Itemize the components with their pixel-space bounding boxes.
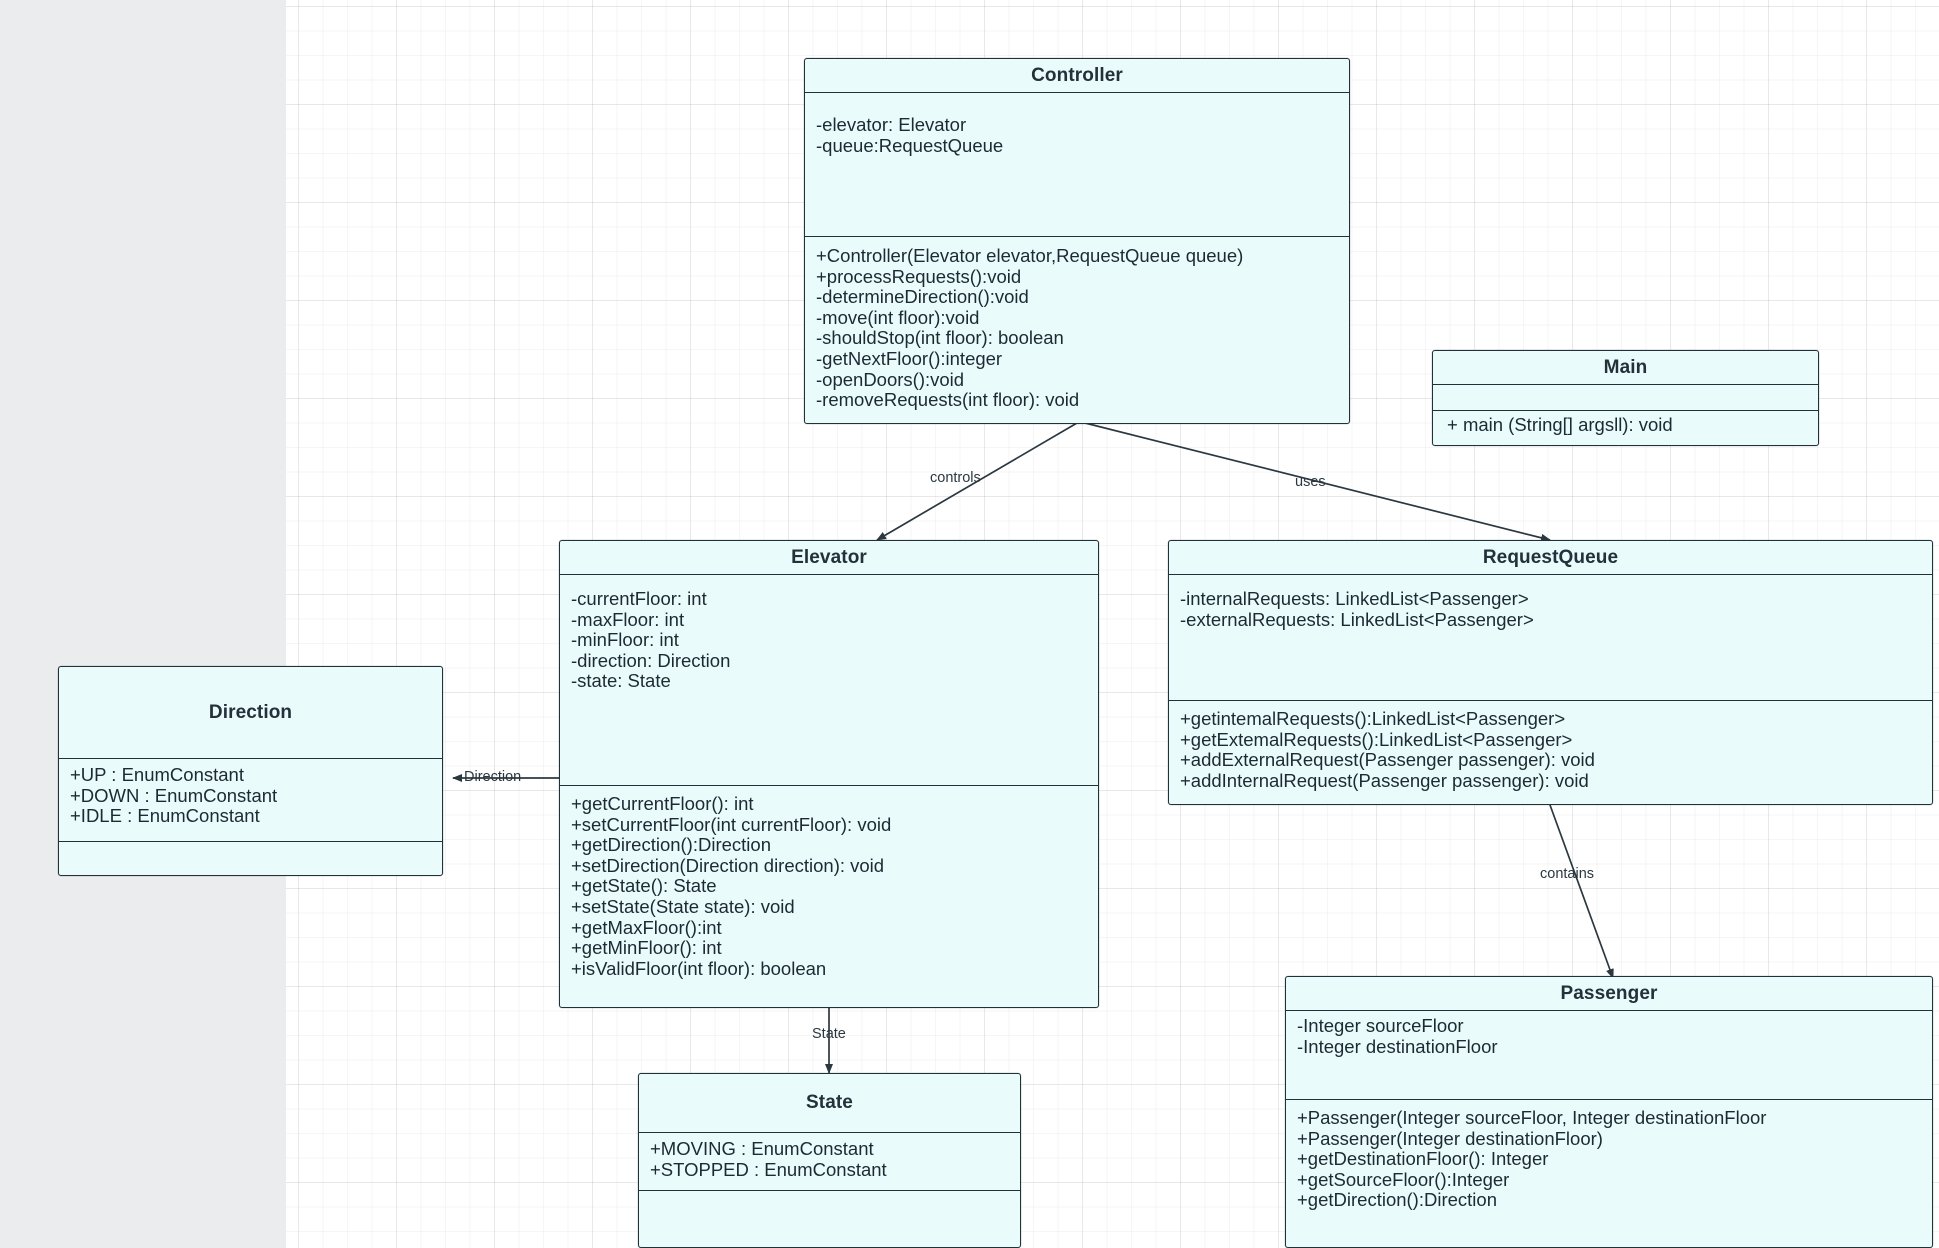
class-methods-controller: +Controller(Elevator elevator,RequestQue… [805, 237, 1349, 423]
method-row: +addInternalRequest(Passenger passenger)… [1180, 769, 1589, 791]
class-title-elevator: Elevator [791, 546, 867, 568]
class-attributes-passenger: -Integer sourceFloor -Integer destinatio… [1286, 1011, 1932, 1099]
class-box-elevator[interactable]: Elevator -currentFloor: int -maxFloor: i… [559, 540, 1099, 1008]
method-row: +getDirection():Direction [571, 834, 771, 856]
divider [639, 1190, 1020, 1191]
divider [59, 758, 442, 759]
divider [805, 236, 1349, 237]
attribute-row: -minFloor: int [571, 629, 679, 651]
method-row: +setState(State state): void [571, 895, 795, 917]
method-row: +Passenger(Integer sourceFloor, Integer … [1297, 1107, 1767, 1128]
attribute-row: -internalRequests: LinkedList<Passenger> [1180, 588, 1529, 609]
class-title-passenger: Passenger [1560, 982, 1658, 1004]
enum-constant-row: +STOPPED : EnumConstant [650, 1158, 887, 1180]
class-box-passenger[interactable]: Passenger -Integer sourceFloor -Integer … [1285, 976, 1933, 1248]
divider [560, 574, 1098, 575]
class-methods-main: + main (String[] argsll): void [1433, 411, 1818, 444]
edge-label-state: State [812, 1026, 846, 1042]
method-row: +isValidFloor(int floor): boolean [571, 957, 827, 979]
attribute-row: -state: State [571, 670, 671, 692]
class-attributes-state: +MOVING : EnumConstant +STOPPED : EnumCo… [639, 1133, 1020, 1190]
method-row: + main (String[] argsll): void [1447, 414, 1673, 435]
class-box-state[interactable]: State +MOVING : EnumConstant +STOPPED : … [638, 1073, 1021, 1248]
method-row: +getSourceFloor():Integer [1297, 1168, 1510, 1190]
class-methods-elevator: +getCurrentFloor(): int +setCurrentFloor… [560, 786, 1098, 1007]
method-row: -shouldStop(int floor): boolean [816, 327, 1064, 349]
method-row: +getExtemalRequests():LinkedList<Passeng… [1180, 728, 1573, 750]
method-row: +getMinFloor(): int [571, 937, 722, 959]
divider [59, 841, 442, 842]
class-methods-direction [59, 842, 442, 872]
enum-constant-row: +DOWN : EnumConstant [70, 784, 278, 806]
class-box-main[interactable]: Main + main (String[] argsll): void [1432, 350, 1819, 446]
divider [639, 1132, 1020, 1133]
class-attributes-main [1433, 385, 1818, 410]
attribute-row: -maxFloor: int [571, 608, 685, 630]
method-row: +setCurrentFloor(int currentFloor): void [571, 813, 892, 835]
method-row: +getCurrentFloor(): int [571, 793, 754, 814]
edge-label-direction: Direction [464, 769, 522, 785]
edge-label-controls: controls [930, 470, 981, 486]
divider [1433, 410, 1818, 411]
divider [805, 92, 1349, 93]
edge-label-uses: uses [1295, 474, 1326, 490]
divider [1169, 700, 1932, 701]
class-box-requestqueue[interactable]: RequestQueue -internalRequests: LinkedLi… [1168, 540, 1933, 805]
method-row: +getState(): State [571, 875, 717, 897]
class-methods-passenger: +Passenger(Integer sourceFloor, Integer … [1286, 1100, 1932, 1230]
method-row: -determineDirection():void [816, 286, 1029, 308]
class-methods-state [639, 1191, 1020, 1221]
attribute-row: -queue:RequestQueue [816, 134, 1004, 156]
class-title-state: State [806, 1092, 853, 1113]
method-row: +Controller(Elevator elevator,RequestQue… [816, 245, 1244, 266]
class-attributes-controller: -elevator: Elevator -queue:RequestQueue [805, 93, 1349, 236]
attribute-row: -Integer sourceFloor [1297, 1015, 1464, 1036]
attribute-row: -Integer destinationFloor [1297, 1035, 1498, 1057]
class-attributes-requestqueue: -internalRequests: LinkedList<Passenger>… [1169, 575, 1932, 700]
class-methods-requestqueue: +getintemalRequests():LinkedList<Passeng… [1169, 701, 1932, 804]
class-box-direction[interactable]: Direction +UP : EnumConstant +DOWN : Enu… [58, 666, 443, 876]
attribute-row: -direction: Direction [571, 649, 731, 671]
method-row: +addExternalRequest(Passenger passenger)… [1180, 749, 1595, 771]
divider [1433, 384, 1818, 385]
divider [560, 785, 1098, 786]
method-row: -openDoors():void [816, 368, 965, 390]
method-row: +processRequests():void [816, 265, 1022, 287]
enum-constant-row: +IDLE : EnumConstant [70, 805, 260, 827]
attribute-row: -externalRequests: LinkedList<Passenger> [1180, 608, 1534, 630]
class-title-direction: Direction [208, 701, 293, 723]
method-row: -move(int floor):void [816, 306, 980, 328]
method-row: +getDestinationFloor(): Integer [1297, 1148, 1549, 1170]
method-row: +setDirection(Direction direction): void [571, 854, 885, 876]
method-row: +Passenger(Integer destinationFloor) [1297, 1127, 1603, 1149]
enum-constant-row: +MOVING : EnumConstant [650, 1138, 874, 1159]
method-row: -removeRequests(int floor): void [816, 389, 1080, 411]
class-box-controller[interactable]: Controller -elevator: Elevator -queue:Re… [804, 58, 1350, 424]
method-row: +getMaxFloor():int [571, 916, 722, 938]
attribute-row: -elevator: Elevator [816, 114, 967, 135]
left-pane-background [0, 0, 286, 1248]
class-attributes-elevator: -currentFloor: int -maxFloor: int -minFl… [560, 575, 1098, 785]
divider [1169, 574, 1932, 575]
method-row: +getintemalRequests():LinkedList<Passeng… [1180, 708, 1566, 729]
class-attributes-direction: +UP : EnumConstant +DOWN : EnumConstant … [59, 759, 442, 841]
divider [1286, 1010, 1932, 1011]
class-title-controller: Controller [1031, 64, 1123, 86]
divider [1286, 1099, 1932, 1100]
edge-label-contains: contains [1540, 866, 1595, 882]
class-title-main: Main [1603, 356, 1648, 378]
attribute-row: -currentFloor: int [571, 588, 707, 609]
method-row: +getDirection():Direction [1297, 1189, 1497, 1211]
enum-constant-row: +UP : EnumConstant [70, 764, 244, 785]
method-row: -getNextFloor():integer [816, 347, 1003, 369]
class-title-requestqueue: RequestQueue [1482, 546, 1619, 568]
